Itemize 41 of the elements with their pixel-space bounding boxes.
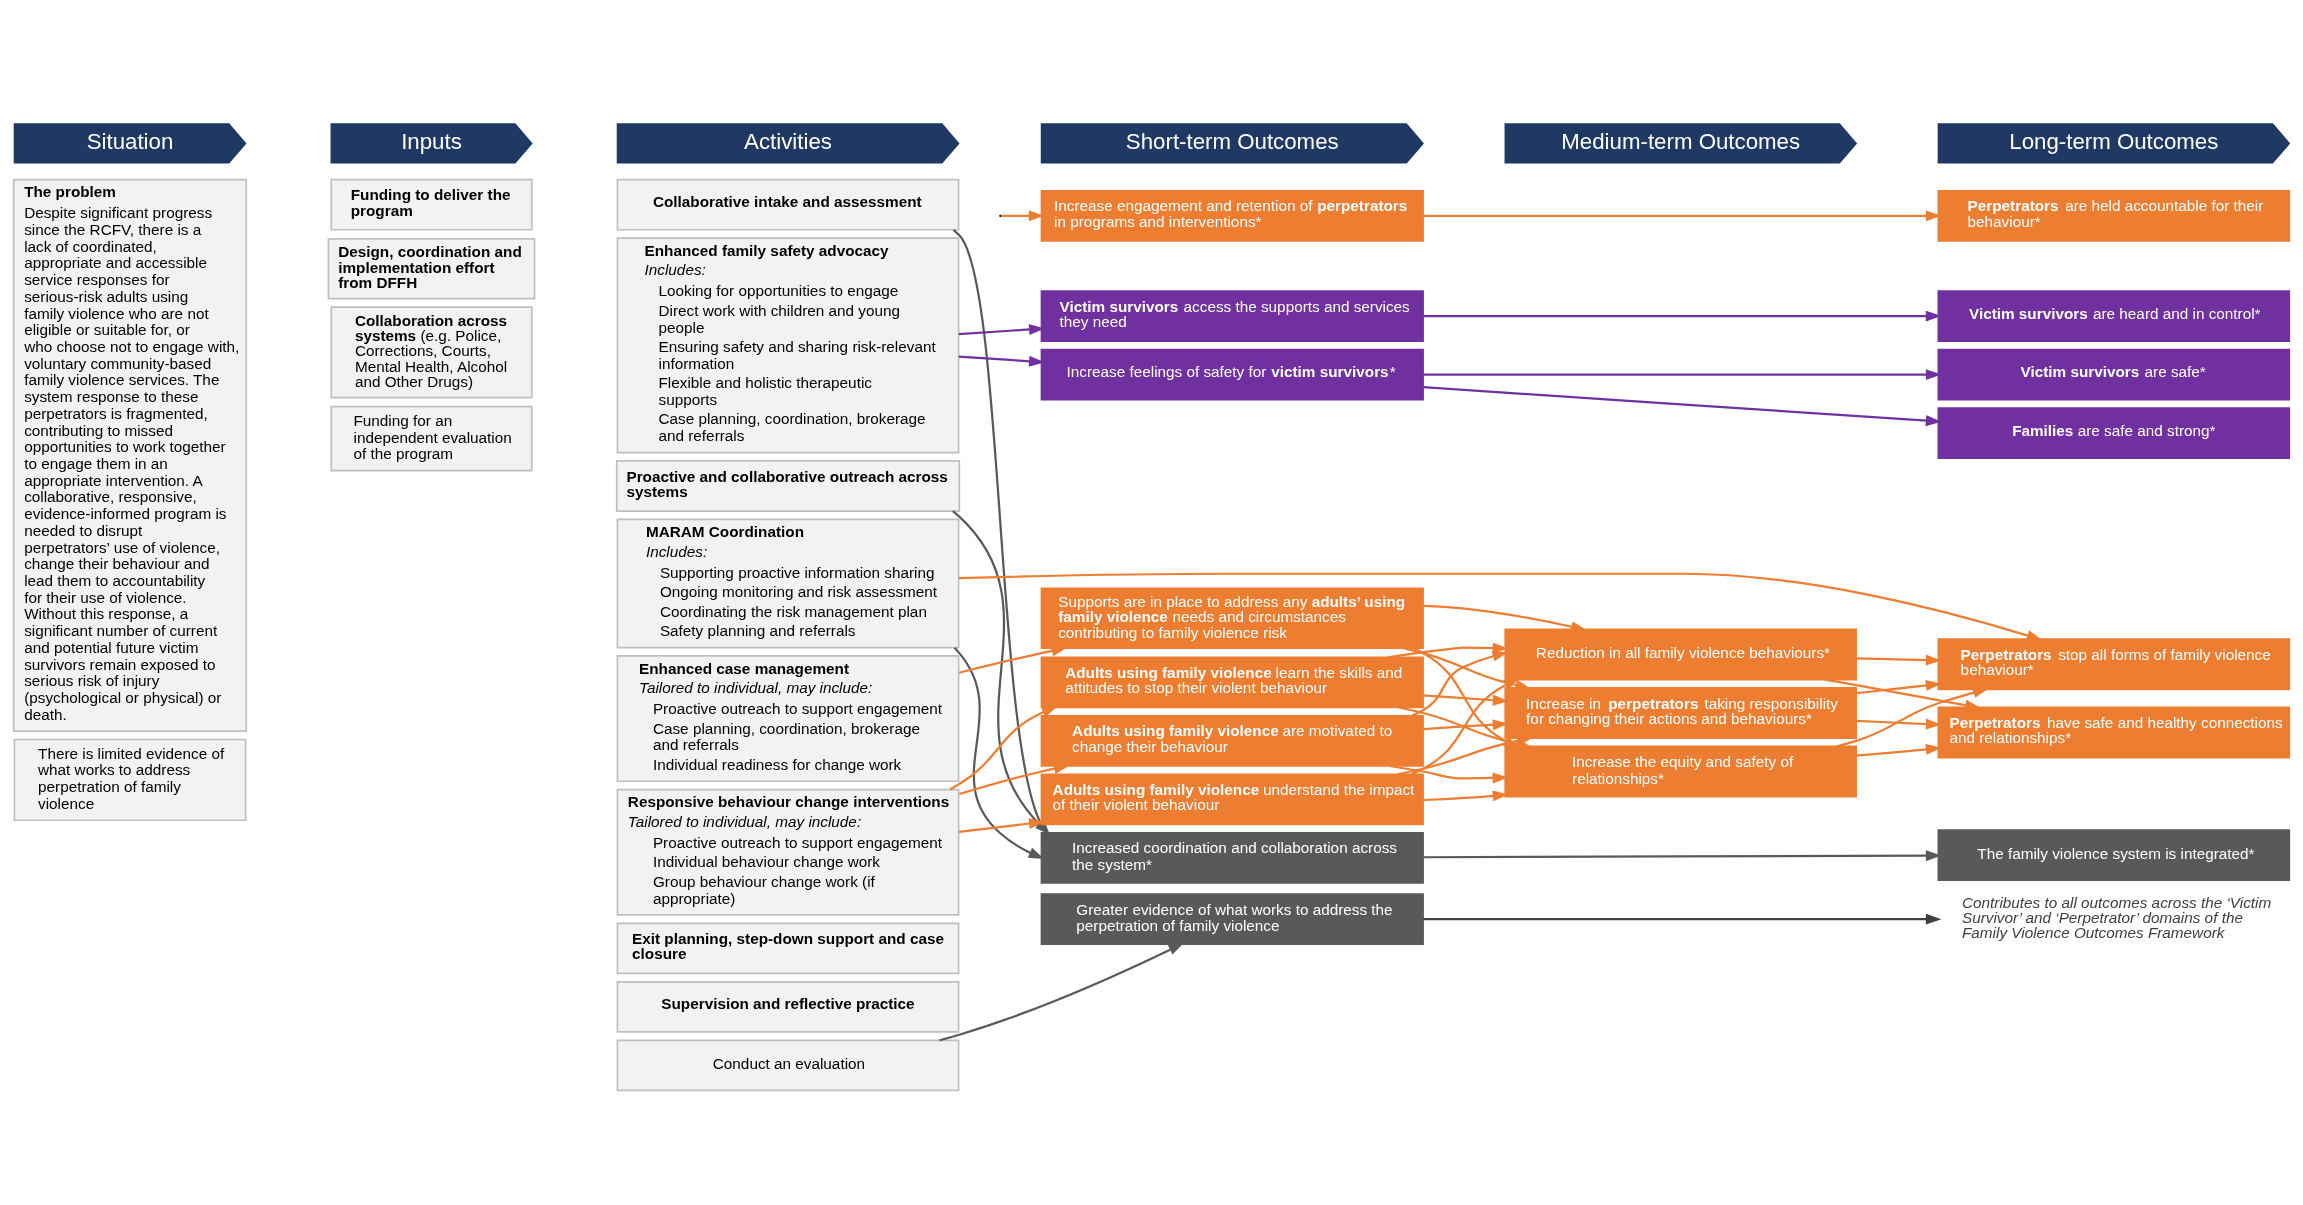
node-box: Victim survivors are heard and in control* [1937,289,2291,342]
node-box: Increase in perpetrators taking responsibility for changing their actions and behaviours* [1504,686,1857,739]
node-box: Perpetrators stop all forms of family violence behaviour* [1937,637,2291,690]
node-box: Increase the equity and safety of relationships* [1504,745,1857,797]
node-box: Adults using family violence understand the impact of their violent behaviour [1040,772,1424,825]
node-box: Proactive and collaborative outreach across systems [615,459,961,512]
node-box: Enhanced family safety advocacy Includes: Looking for opportunities to engage Direct work with children and young people Ensuring safety and sharing risk-relevant information Flexible and holistic therapeutic supports Case planning, coordination, brokerage and referrals [616,236,960,453]
node-box: Reduction in all family violence behaviours* [1504,628,1857,680]
node-box: Victim survivors access the supports and services they need [1040,289,1424,342]
node-box: Supports are in place to address any adults’ using family violence needs and circumstances contributing to family violence risk [1040,587,1424,649]
node-box: Enhanced case management Tailored to individual, may include: Proactive outreach to support engagement Case planning, coordination, brokerage and referrals Individual readiness for change work [616,654,960,782]
arrow [1423,913,1942,925]
node-box: Increase engagement and retention of perpetrators in programs and interventions* [1040,189,1424,242]
node-box: Perpetrators have safe and healthy connections and relationships* [1937,706,2291,758]
node-box: Adults using family violence learn the skills and attitudes to stop their violent behaviour [1040,655,1424,708]
node-box: Funding to deliver the program [330,178,533,231]
node-box: Collaborative intake and assessment [616,178,960,231]
arrow [949,705,1058,790]
node-box: Conduct an evaluation [616,1038,960,1091]
node-box: Adults using family violence are motivated to change their behaviour [1040,714,1424,767]
arrow [939,942,1185,1041]
node-box: Increased coordination and collaboration across the system* [1040,831,1424,884]
node-box: Design, coordination and implementation effort from DFFH [327,237,536,300]
node-box: Increase feelings of safety for victim survivors* [1040,348,1424,400]
node-box: MARAM Coordination Includes: Supporting proactive information sharing Ongoing monitoring and risk assessment Coordinating the risk management plan Safety planning and referrals [616,518,960,648]
node-box: Funding for an independent evaluation of the program [330,405,533,472]
arrow [1404,646,1531,690]
node-box: Exit planning, step-down support and case closure [616,921,960,974]
node-box: The family violence system is integrated* [1937,828,2291,881]
node-box: Perpetrators are held accountable for their behaviour* [1937,189,2291,242]
node-box: Responsive behaviour change interventions Tailored to individual, may include: Proactive outreach to support engagement Individual behaviour change work Group behaviour change work (if appropriate) [616,788,960,916]
node-box: Families are safe and strong* [1937,406,2291,459]
node-box: The problem Despite significant progress since the RCFV, there is a lack of coordinated, appropriate and accessible service responses for serious-risk adults using family violence who are not eligible or suitable for, or who choose not to engage with, voluntary community-based family violence services. The system response to these perpetrators is fragmented, contributing to missed opportunities to work together to engage them in an appropriate intervention. A collaborative, responsive, evidence-informed program is needed to disrupt perpetrators’ use of violence, change their behaviour and lead them to accountability for their use of violence. Without this response, a significant number of current and potential future victim survivors remain exposed to serious risk of injury (psychological or physical) or death. [12,178,248,732]
arrow [958,572,2043,641]
arrow [1423,604,1587,632]
node-box: Greater evidence of what works to address the perpetration of family violence [1040,892,1424,945]
node-box: Victim survivors are safe* [1937,348,2291,400]
node-box: Collaboration across systems (e.g. Police, Corrections, Courts, Mental Health, Alcohol and Other Drugs) [330,305,533,398]
node-text: Contributes to all outcomes across the ‘Victim Survivor’ and ‘Perpetrator’ domains of the Family Violence Outcomes Framework [1962,893,2272,941]
node-box: There is limited evidence of what works to address perpetration of family violence [13,738,247,821]
node-box: Supervision and reflective practice [616,980,960,1033]
